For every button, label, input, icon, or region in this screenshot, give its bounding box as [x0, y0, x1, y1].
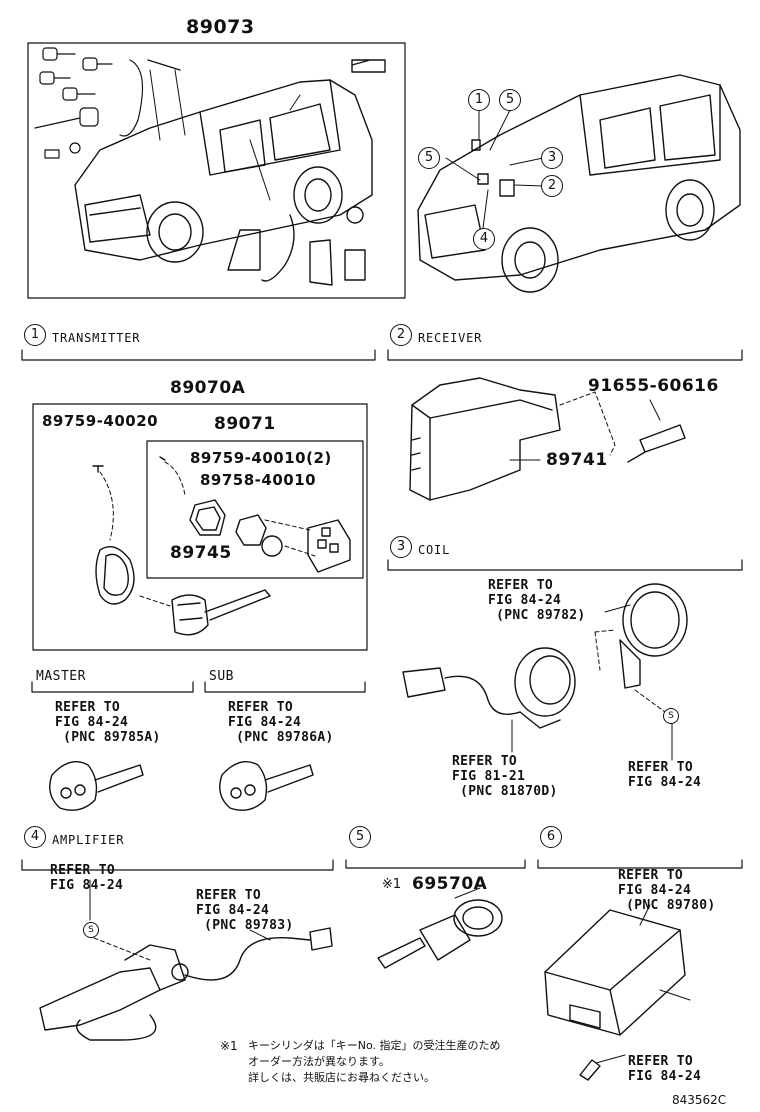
section-6-reference-bottom[interactable]: REFER TO FIG 84-24: [628, 1054, 702, 1084]
part-number-89759-40010[interactable]: 89759-40010(2): [190, 449, 332, 467]
coil-reference-left[interactable]: REFER TO FIG 81-21 (PNC 81870D): [452, 754, 558, 799]
footnote-text: キーシリンダは「キーNo. 指定」の受注生産のため オーダー方法が異なります。 …: [248, 1039, 501, 1084]
callout-4[interactable]: 4: [473, 228, 495, 250]
vehicle-left-drawing: [34, 47, 386, 286]
part-number-89741[interactable]: 89741: [546, 450, 608, 470]
part-number-89073[interactable]: 89073: [186, 16, 255, 38]
part-number-91655-60616[interactable]: 91655-60616: [588, 376, 719, 396]
section-2-number: 2: [390, 324, 412, 346]
part-number-69570A[interactable]: 69570A: [412, 874, 488, 894]
section-6-number: 6: [540, 826, 562, 848]
part-number-89758-40010[interactable]: 89758-40010: [200, 471, 317, 489]
figure-id: 843562C: [672, 1093, 727, 1107]
section-transmitter-label: TRANSMITTER: [52, 331, 141, 345]
master-key-reference[interactable]: REFER TO FIG 84-24 (PNC 89785A): [55, 700, 161, 745]
amplifier-s-mark: S: [83, 922, 99, 938]
section-3-number: 3: [390, 536, 412, 558]
part-number-89070A[interactable]: 89070A: [170, 378, 246, 398]
amplifier-drawing: [39, 879, 333, 1041]
callout-2[interactable]: 2: [541, 175, 563, 197]
section-6-reference-top[interactable]: REFER TO FIG 84-24 (PNC 89780): [618, 868, 716, 913]
section-5-number: 5: [349, 826, 371, 848]
vehicle-right-drawing: [417, 74, 741, 293]
receiver-drawing: [409, 377, 686, 501]
coil-reference-top[interactable]: REFER TO FIG 84-24 (PNC 89782): [488, 578, 586, 623]
callout-5-left[interactable]: 5: [418, 147, 440, 169]
key-cylinder-drawing: [377, 887, 503, 969]
coil-drawing: [402, 583, 688, 761]
section-receiver-label: RECEIVER: [418, 331, 483, 345]
section-4-number: 4: [24, 826, 46, 848]
transmitter-parts-drawing: [92, 456, 351, 636]
part-number-89745[interactable]: 89745: [170, 543, 232, 563]
keys-drawing: [49, 761, 314, 811]
section-amplifier-label: AMPLIFIER: [52, 833, 125, 847]
amplifier-reference-right[interactable]: REFER TO FIG 84-24 (PNC 89783): [196, 888, 294, 933]
callout-5-top[interactable]: 5: [499, 89, 521, 111]
sub-key-label: SUB: [209, 669, 234, 684]
footnote-mark: ※1: [220, 1039, 238, 1053]
part-number-89071[interactable]: 89071: [214, 414, 276, 434]
master-key-label: MASTER: [36, 669, 86, 684]
control-unit-drawing: [544, 904, 691, 1081]
callout-3[interactable]: 3: [541, 147, 563, 169]
sub-key-reference[interactable]: REFER TO FIG 84-24 (PNC 89786A): [228, 700, 334, 745]
coil-s-mark: S: [663, 708, 679, 724]
section-5-footnote-mark: ※1: [382, 877, 402, 892]
amplifier-reference-left[interactable]: REFER TO FIG 84-24: [50, 863, 124, 893]
section-coil-label: COIL: [418, 543, 451, 557]
section-1-number: 1: [24, 324, 46, 346]
coil-reference-right[interactable]: REFER TO FIG 84-24: [628, 760, 702, 790]
callout-1[interactable]: 1: [468, 89, 490, 111]
part-number-89759-40020[interactable]: 89759-40020: [42, 412, 159, 430]
